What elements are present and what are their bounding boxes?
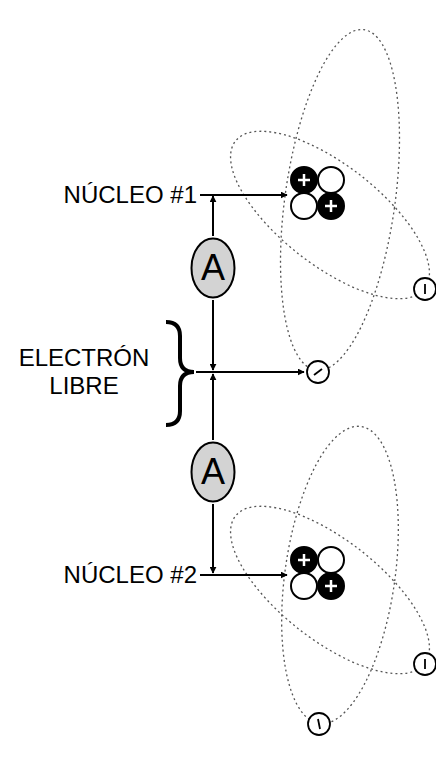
leader-arrow: [196, 371, 304, 373]
orbit: [262, 22, 419, 378]
force-arrow: [212, 300, 214, 370]
electron: [414, 653, 436, 675]
minus-sign: [318, 719, 320, 729]
nucleus: [291, 547, 344, 599]
part-label: NÚCLEO #1: [64, 181, 197, 209]
part-label: NÚCLEO #2: [64, 561, 197, 589]
minus-sign: [314, 369, 322, 375]
force-arrow: [212, 374, 214, 440]
neutron: [291, 193, 317, 219]
neutron: [291, 573, 317, 599]
force-arrow: [212, 504, 214, 573]
part-label: ELECTRÓN LIBRE: [8, 344, 160, 400]
electron: [414, 278, 436, 300]
neutron: [318, 547, 344, 573]
leader-lines: [166, 195, 304, 575]
leader-arrow: [200, 194, 287, 196]
electrons: [307, 278, 436, 735]
force-arrow: [212, 196, 214, 236]
minus-sign: [424, 284, 426, 294]
force-ellipse: A: [190, 441, 236, 503]
nucleus: [291, 167, 344, 219]
electron: [308, 713, 330, 735]
curly-brace: [166, 322, 194, 425]
minus-sign: [424, 659, 426, 669]
plus-sign: [298, 554, 337, 592]
orbit: [265, 419, 416, 731]
orbit: [205, 477, 436, 704]
electron: [307, 361, 329, 383]
neutron: [318, 167, 344, 193]
leader-arrow: [200, 574, 287, 576]
orbits: [205, 22, 436, 731]
node-letter: A: [190, 452, 236, 492]
force-ellipse: A: [190, 237, 236, 299]
node-letter: A: [190, 248, 236, 288]
plus-sign: [298, 174, 337, 212]
orbit: [205, 102, 436, 329]
